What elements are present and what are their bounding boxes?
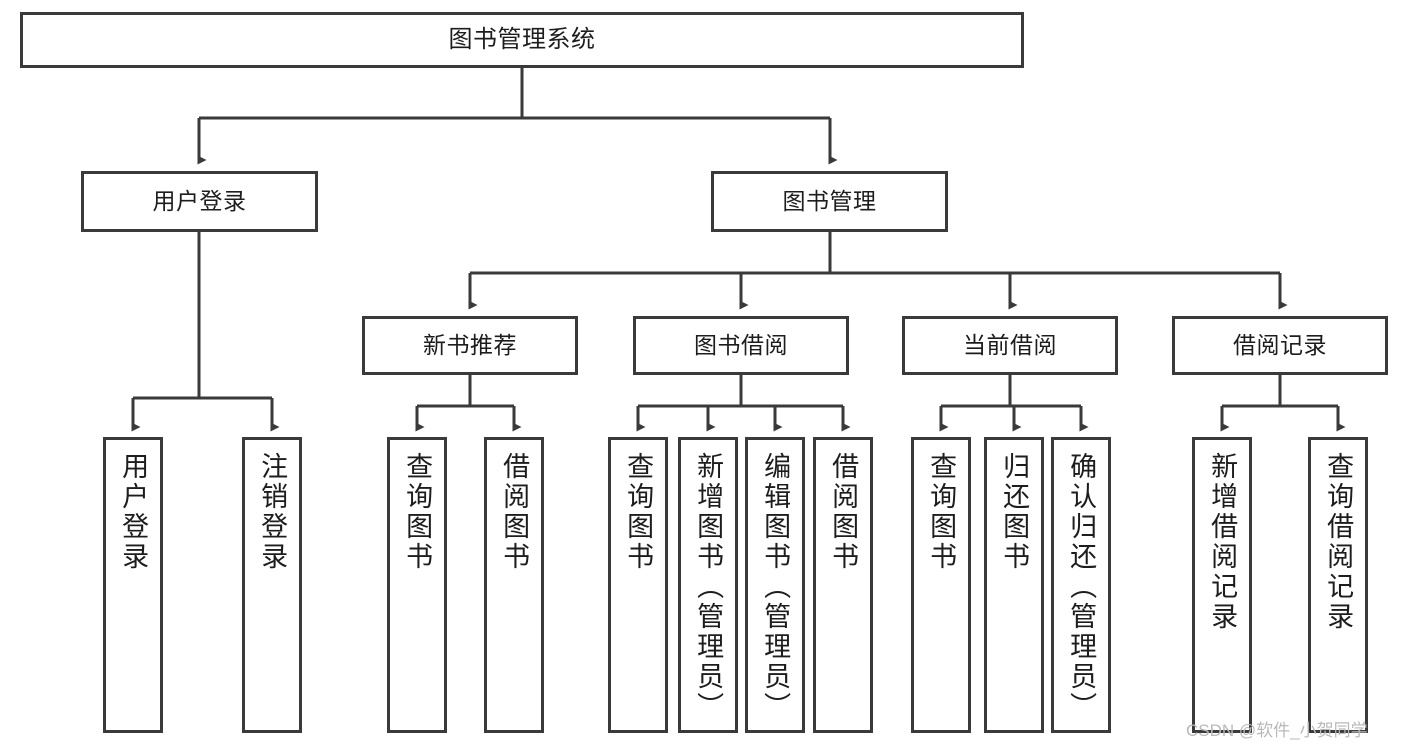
node-leaf-user-logout[interactable]: 注销登录 xyxy=(242,437,302,733)
csdn-watermark: CSDN @软件_小贺同学 xyxy=(1186,721,1368,740)
node-leaf-confirm-return-label: 确认归还（管理员） xyxy=(1066,452,1097,722)
node-new-book-recommend-label: 新书推荐 xyxy=(423,332,517,358)
node-leaf-user-login-label: 用户登录 xyxy=(118,452,149,572)
node-current-borrow-label: 当前借阅 xyxy=(963,332,1057,358)
node-leaf-query-book-borrow-label: 查询图书 xyxy=(623,452,654,572)
node-leaf-query-record-label: 查询借阅记录 xyxy=(1323,452,1354,632)
node-book-borrow[interactable]: 图书借阅 xyxy=(633,316,849,375)
node-leaf-edit-book-label: 编辑图书（管理员） xyxy=(760,452,791,722)
node-leaf-user-logout-label: 注销登录 xyxy=(257,452,288,572)
node-new-book-recommend[interactable]: 新书推荐 xyxy=(362,316,578,375)
node-book-management[interactable]: 图书管理 xyxy=(711,171,948,232)
node-root[interactable]: 图书管理系统 xyxy=(20,12,1024,68)
node-leaf-confirm-return[interactable]: 确认归还（管理员） xyxy=(1051,437,1111,733)
node-leaf-add-book-label: 新增图书（管理员） xyxy=(693,452,724,722)
node-leaf-query-book-rec-label: 查询图书 xyxy=(402,452,433,572)
node-leaf-borrow-book-label: 借阅图书 xyxy=(828,452,859,572)
node-leaf-borrow-book[interactable]: 借阅图书 xyxy=(813,437,873,733)
node-book-borrow-label: 图书借阅 xyxy=(694,332,788,358)
node-leaf-query-book-current-label: 查询图书 xyxy=(926,452,957,572)
node-leaf-add-book[interactable]: 新增图书（管理员） xyxy=(678,437,738,733)
node-leaf-borrow-book-rec[interactable]: 借阅图书 xyxy=(484,437,544,733)
node-borrow-record[interactable]: 借阅记录 xyxy=(1172,316,1388,375)
node-root-label: 图书管理系统 xyxy=(448,26,596,53)
node-borrow-record-label: 借阅记录 xyxy=(1233,332,1327,358)
node-leaf-query-record[interactable]: 查询借阅记录 xyxy=(1308,437,1368,733)
node-leaf-add-record[interactable]: 新增借阅记录 xyxy=(1192,437,1252,733)
node-current-borrow[interactable]: 当前借阅 xyxy=(902,316,1118,375)
node-leaf-add-record-label: 新增借阅记录 xyxy=(1207,452,1238,632)
node-leaf-borrow-book-rec-label: 借阅图书 xyxy=(499,452,530,572)
node-leaf-user-login[interactable]: 用户登录 xyxy=(103,437,163,733)
node-leaf-query-book-current[interactable]: 查询图书 xyxy=(911,437,971,733)
node-user-login-label: 用户登录 xyxy=(152,188,247,214)
node-leaf-return-book-label: 归还图书 xyxy=(999,452,1030,572)
node-leaf-return-book[interactable]: 归还图书 xyxy=(984,437,1044,733)
node-leaf-query-book-borrow[interactable]: 查询图书 xyxy=(608,437,668,733)
node-leaf-edit-book[interactable]: 编辑图书（管理员） xyxy=(745,437,805,733)
node-user-login[interactable]: 用户登录 xyxy=(81,171,318,232)
node-leaf-query-book-rec[interactable]: 查询图书 xyxy=(387,437,447,733)
node-book-management-label: 图书管理 xyxy=(782,188,877,214)
